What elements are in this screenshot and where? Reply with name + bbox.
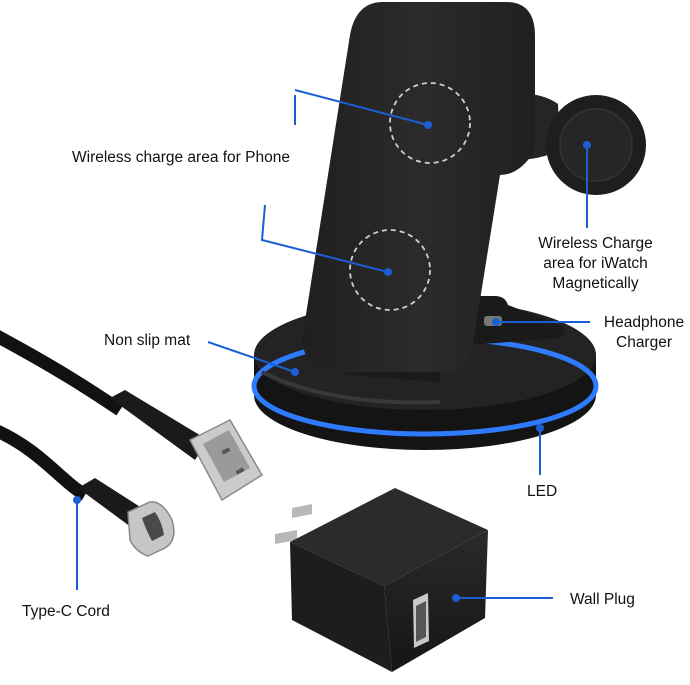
label-type-c-cord: Type-C Cord xyxy=(22,603,110,620)
callout-lines xyxy=(76,89,590,599)
label-iwatch-line3: Magnetically xyxy=(552,275,639,292)
label-headphone-line2: Charger xyxy=(616,334,672,351)
phone-stand-body xyxy=(302,2,535,372)
label-phone-charge-area: Wireless charge area for Phone xyxy=(72,149,290,166)
wall-plug xyxy=(275,488,488,672)
label-headphone-charger: Headphone Charger xyxy=(596,313,690,353)
plug-top xyxy=(290,488,488,586)
type-c-cable xyxy=(0,330,264,557)
callout-dots xyxy=(73,121,591,602)
phone-stand xyxy=(302,2,535,382)
callout-phone-lower xyxy=(260,204,389,273)
label-iwatch-charge-area: Wireless Charge area for iWatch Magnetic… xyxy=(528,234,663,294)
label-iwatch-line1: Wireless Charge xyxy=(538,235,653,252)
non-slip-mat xyxy=(261,370,441,405)
plug-left xyxy=(290,542,392,672)
label-iwatch-line2: area for iWatch xyxy=(543,255,648,272)
label-non-slip-mat: Non slip mat xyxy=(104,332,191,349)
label-headphone-line1: Headphone xyxy=(603,314,685,331)
label-wall-plug: Wall Plug xyxy=(570,591,635,608)
plug-front xyxy=(384,530,488,672)
callout-mat xyxy=(207,341,296,373)
label-led: LED xyxy=(527,483,558,500)
callout-phone-upper xyxy=(294,89,429,126)
